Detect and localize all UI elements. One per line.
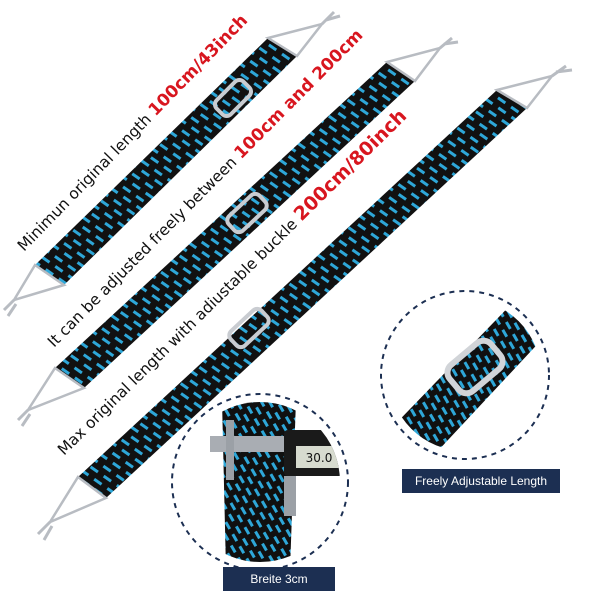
detail-circle-width: 30.0 [171, 393, 349, 571]
buckle-1 [212, 77, 254, 119]
hook-3-top [493, 73, 556, 110]
strap-2 [16, 36, 459, 427]
caliper-display [296, 446, 340, 468]
caption-freely-adjustable: Freely Adjustable Length [402, 469, 560, 493]
hook-1-top [264, 21, 326, 58]
caliper-reading: 30.0 [306, 451, 333, 465]
hook-1-bottom [11, 263, 67, 303]
buckle-3 [227, 306, 271, 350]
buckle-2 [225, 191, 269, 235]
detail-circle-adjust [380, 290, 550, 460]
strap-3 [36, 64, 573, 541]
caption-width: Breite 3cm [223, 567, 335, 591]
strap-1 [2, 10, 341, 317]
hook-2-top [384, 45, 444, 83]
hook-3-bottom [46, 475, 109, 525]
hook-2-bottom [24, 366, 87, 413]
buckle-closeup [444, 337, 506, 397]
